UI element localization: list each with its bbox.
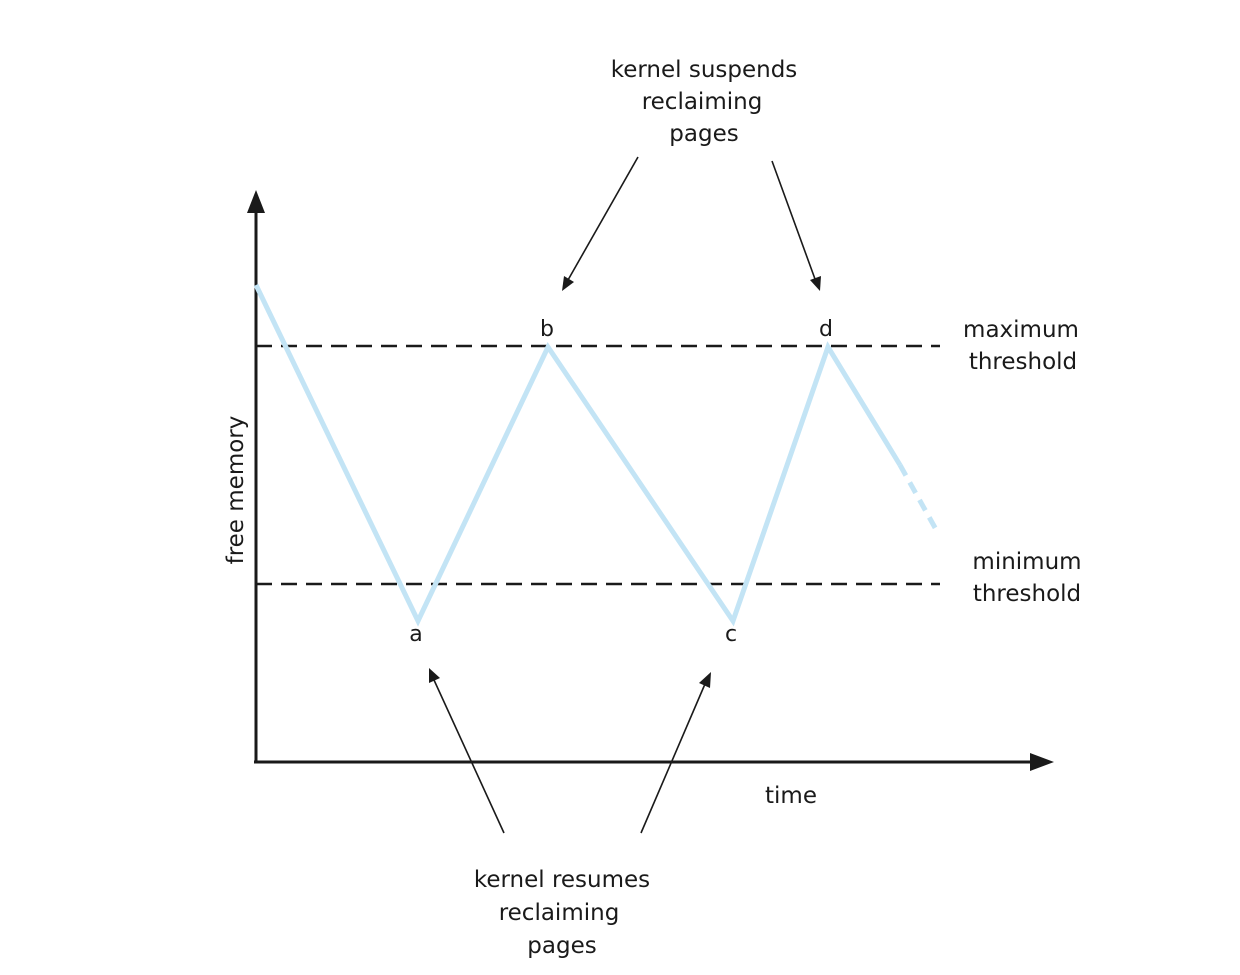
maximum-threshold-label-line2: threshold [969,349,1077,375]
y-axis-label: free memory [223,416,249,565]
x-axis-label: time [765,783,817,809]
resume-arrow-to-c [640,683,706,834]
point-label-c: c [725,622,737,647]
resume-annotation-line2: reclaiming [499,900,620,926]
resume-arrow-to-a [433,679,505,834]
suspend-annotation-line2: reclaiming [642,89,763,115]
suspend-arrow-to-b [567,156,639,281]
maximum-threshold-label-line1: maximum [963,317,1079,343]
suspend-annotation-line1: kernel suspends [611,57,798,83]
suspend-annotation: kernel suspends reclaiming pages [562,57,821,291]
free-memory-curve [253,283,903,627]
point-label-d: d [819,317,833,342]
minimum-threshold-label-line1: minimum [972,549,1081,575]
resume-arrowhead-a [429,668,440,683]
resume-annotation-line3: pages [527,933,596,959]
resume-arrowhead-c [699,672,711,688]
x-axis-arrowhead [1030,753,1054,771]
suspend-annotation-line3: pages [669,121,738,147]
point-label-a: a [409,622,422,647]
axes [247,190,1054,771]
free-memory-curve-continuation [897,463,941,535]
point-label-b: b [540,317,554,342]
suspend-arrowhead-b [562,276,574,291]
minimum-threshold-label-line2: threshold [973,581,1081,607]
resume-annotation-line1: kernel resumes [474,867,650,893]
resume-annotation: kernel resumes reclaiming pages [429,668,711,959]
y-axis-arrowhead [247,190,265,213]
suspend-arrowhead-d [810,276,821,291]
suspend-arrow-to-d [771,160,816,280]
